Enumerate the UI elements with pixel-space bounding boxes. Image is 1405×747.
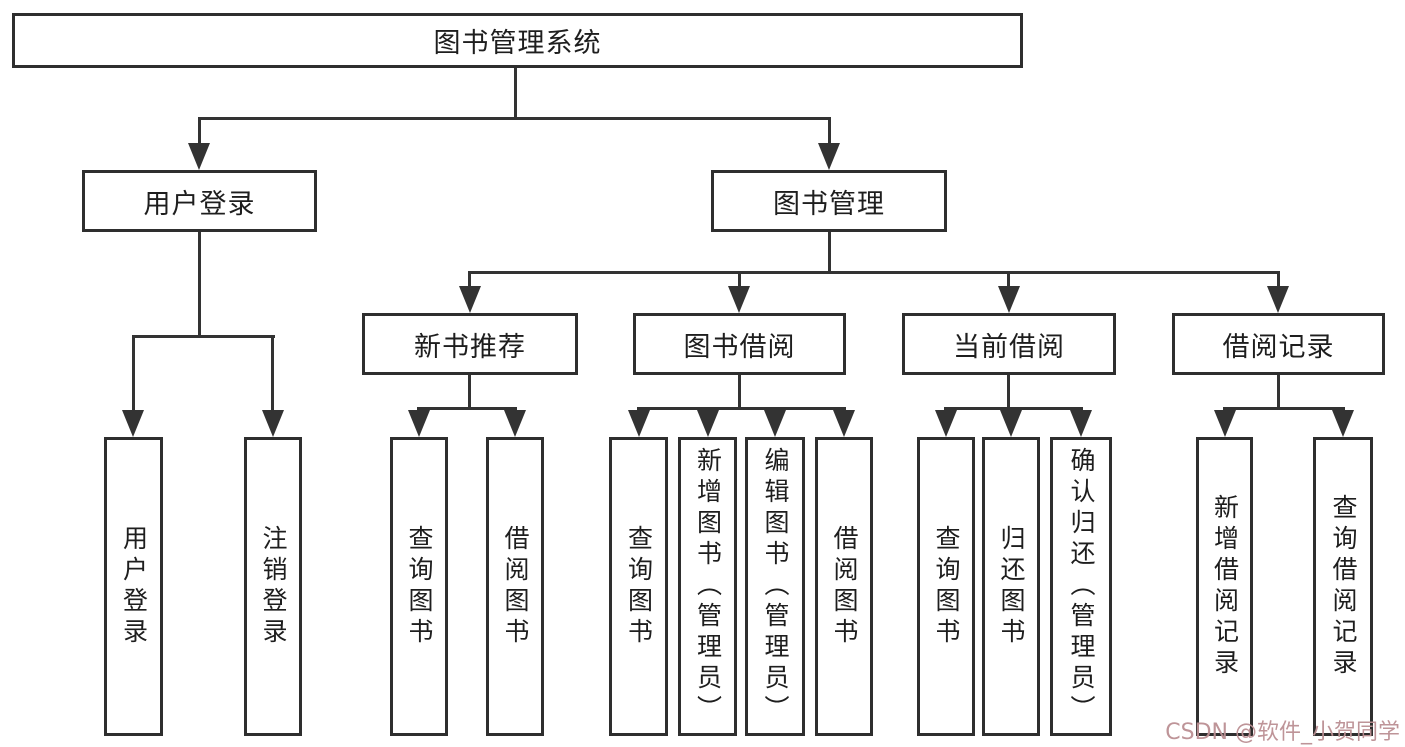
- connector: [828, 232, 831, 274]
- leaf-cb-return-book: 归还图书: [982, 437, 1040, 736]
- watermark: CSDN @软件_小贺同学: [1165, 720, 1400, 745]
- connector: [514, 68, 517, 120]
- arrowhead: [262, 410, 284, 437]
- connector: [468, 375, 471, 410]
- node-new-book-recommend: 新书推荐: [362, 313, 578, 375]
- arrowhead: [1332, 410, 1354, 437]
- connector: [271, 335, 274, 419]
- connector: [132, 335, 135, 419]
- node-user-login-label: 用户登录: [143, 188, 256, 220]
- connector: [738, 271, 741, 291]
- connector: [468, 271, 1280, 274]
- leaf-bb-add-book: 新增图书（管理员）: [678, 437, 737, 736]
- arrowhead: [1070, 410, 1092, 437]
- leaf-bb-borrow-book: 借阅图书: [815, 437, 873, 736]
- leaf-bb-edit-book-label: 编辑图书（管理员）: [761, 447, 790, 726]
- connector: [828, 117, 831, 149]
- connector: [1007, 375, 1010, 410]
- connector: [198, 232, 201, 338]
- connector: [944, 407, 1083, 410]
- arrowhead: [728, 286, 750, 313]
- connector: [198, 117, 201, 149]
- leaf-user-login-label: 用户登录: [119, 524, 149, 649]
- arrowhead: [1214, 410, 1236, 437]
- connector: [417, 407, 517, 410]
- leaf-bb-borrow-book-label: 借阅图书: [830, 524, 859, 649]
- leaf-cb-return-book-label: 归还图书: [997, 524, 1026, 649]
- node-borrow-record: 借阅记录: [1172, 313, 1385, 375]
- leaf-br-add-record: 新增借阅记录: [1196, 437, 1253, 736]
- arrowhead: [122, 410, 144, 437]
- leaf-br-add-record-label: 新增借阅记录: [1210, 493, 1240, 680]
- arrowhead: [697, 410, 719, 437]
- leaf-bb-edit-book: 编辑图书（管理员）: [745, 437, 805, 736]
- arrowhead: [935, 410, 957, 437]
- node-root-label: 图书管理系统: [433, 28, 602, 59]
- connector: [132, 335, 275, 338]
- arrowhead: [628, 410, 650, 437]
- leaf-nb-borrow-book: 借阅图书: [486, 437, 544, 736]
- arrowhead: [504, 410, 526, 437]
- arrowhead: [408, 410, 430, 437]
- node-book-borrow-label: 图书借阅: [683, 331, 796, 363]
- node-current-borrow-label: 当前借阅: [953, 331, 1065, 363]
- leaf-nb-query-book: 查询图书: [390, 437, 448, 736]
- connector: [1277, 271, 1280, 291]
- node-book-management: 图书管理: [711, 170, 947, 232]
- arrowhead: [833, 410, 855, 437]
- arrowhead: [764, 410, 786, 437]
- leaf-bb-add-book-label: 新增图书（管理员）: [693, 447, 723, 726]
- node-borrow-record-label: 借阅记录: [1222, 331, 1335, 363]
- leaf-nb-query-book-label: 查询图书: [405, 524, 434, 649]
- leaf-cb-confirm-return: 确认归还（管理员）: [1050, 437, 1112, 736]
- leaf-logout: 注销登录: [244, 437, 302, 736]
- leaf-cb-query-book-label: 查询图书: [932, 524, 961, 649]
- arrowhead: [188, 143, 210, 170]
- node-book-borrow: 图书借阅: [633, 313, 846, 375]
- arrowhead: [1000, 410, 1022, 437]
- node-user-login-branch: 用户登录: [82, 170, 317, 232]
- leaf-br-query-record-label: 查询借阅记录: [1329, 493, 1358, 680]
- node-current-borrow: 当前借阅: [902, 313, 1116, 375]
- leaf-bb-query-book: 查询图书: [609, 437, 668, 736]
- leaf-cb-confirm-return-label: 确认归还（管理员）: [1067, 447, 1096, 726]
- arrowhead: [459, 286, 481, 313]
- node-new-book-recommend-label: 新书推荐: [414, 331, 526, 363]
- node-book-management-label: 图书管理: [773, 188, 885, 220]
- arrowhead: [1267, 286, 1289, 313]
- leaf-bb-query-book-label: 查询图书: [624, 524, 654, 649]
- leaf-nb-borrow-book-label: 借阅图书: [501, 524, 530, 649]
- arrowhead: [818, 143, 840, 170]
- leaf-user-login: 用户登录: [104, 437, 163, 736]
- arrowhead: [998, 286, 1020, 313]
- connector: [1007, 271, 1010, 291]
- connector: [738, 375, 741, 410]
- leaf-logout-label: 注销登录: [259, 524, 288, 649]
- connector: [198, 117, 831, 120]
- leaf-br-query-record: 查询借阅记录: [1313, 437, 1373, 736]
- connector: [637, 407, 846, 410]
- node-root: 图书管理系统: [12, 13, 1023, 68]
- connector: [1277, 375, 1280, 410]
- leaf-cb-query-book: 查询图书: [917, 437, 975, 736]
- connector: [1223, 407, 1345, 410]
- connector: [468, 271, 471, 291]
